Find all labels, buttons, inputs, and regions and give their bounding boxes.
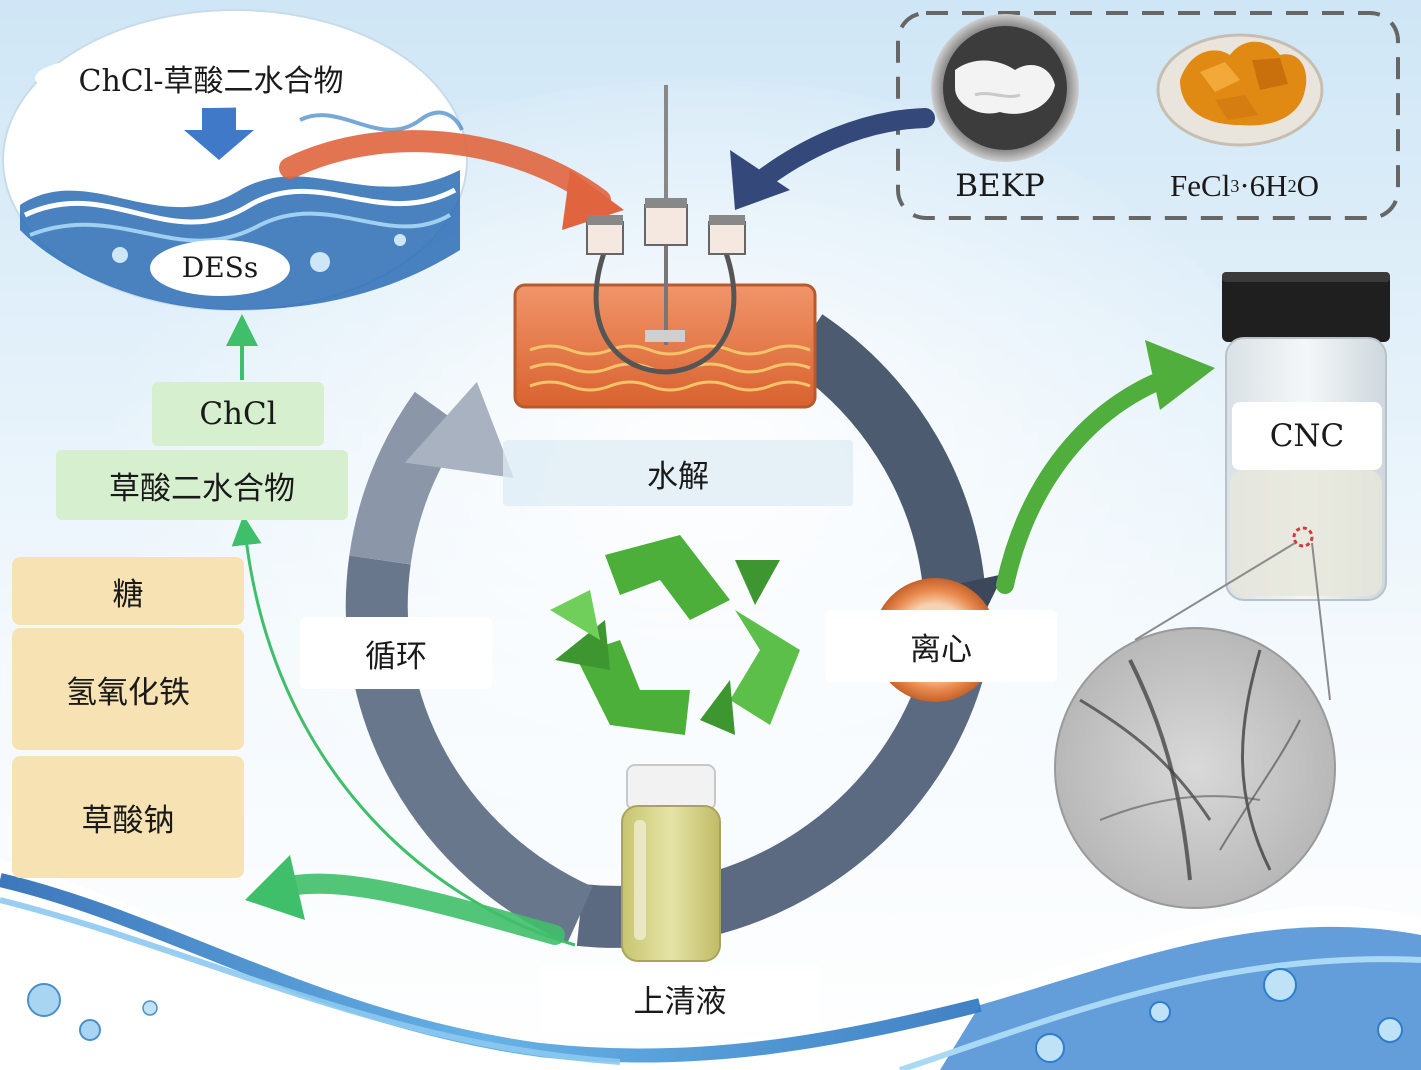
product-arrowhead: [1145, 340, 1215, 410]
supernatant-to-oxalic-arrow: [231, 515, 576, 947]
supernatant-to-byproducts-arrow: [265, 873, 565, 945]
oxalic-acid-box: 草酸二水合物: [56, 450, 348, 520]
byproduct-iron-hydroxide-box: 氢氧化铁: [12, 628, 244, 750]
reagent-to-reactor-arrowhead: [730, 150, 790, 210]
recycle-icon: [550, 535, 800, 735]
hydrolysis-label: 水解: [503, 440, 853, 506]
reactor: [513, 85, 817, 409]
water-wave-decoration: [0, 860, 1421, 1070]
byproduct-sodium-oxalate-box: 草酸钠: [12, 756, 244, 878]
bekp-label: BEKP: [955, 168, 1045, 204]
byproducts-arrowhead: [245, 855, 305, 920]
chcl-box: ChCl: [152, 382, 324, 446]
des-label: DESs: [181, 250, 259, 284]
reagent-box: [896, 11, 1400, 220]
des-component-label: ChCl-草酸二水合物: [78, 64, 344, 99]
centrifuge-to-product-arrow: [996, 366, 1184, 594]
des-to-reactor-arrow: [279, 130, 611, 211]
tem-micrograph: [1054, 627, 1336, 909]
byproduct-sugar-box: 糖: [12, 557, 244, 625]
supernatant-label: 上清液: [540, 965, 820, 1031]
cnc-label: CNC: [1232, 402, 1382, 470]
supernatant-jar: [621, 764, 721, 962]
recycle-label: 循环: [300, 617, 492, 689]
centrifuge-label: 离心: [825, 610, 1057, 682]
reagent-to-reactor-arrow: [745, 108, 935, 195]
ferric-chloride-image: [1156, 33, 1324, 147]
des-panel: [2, 9, 468, 311]
